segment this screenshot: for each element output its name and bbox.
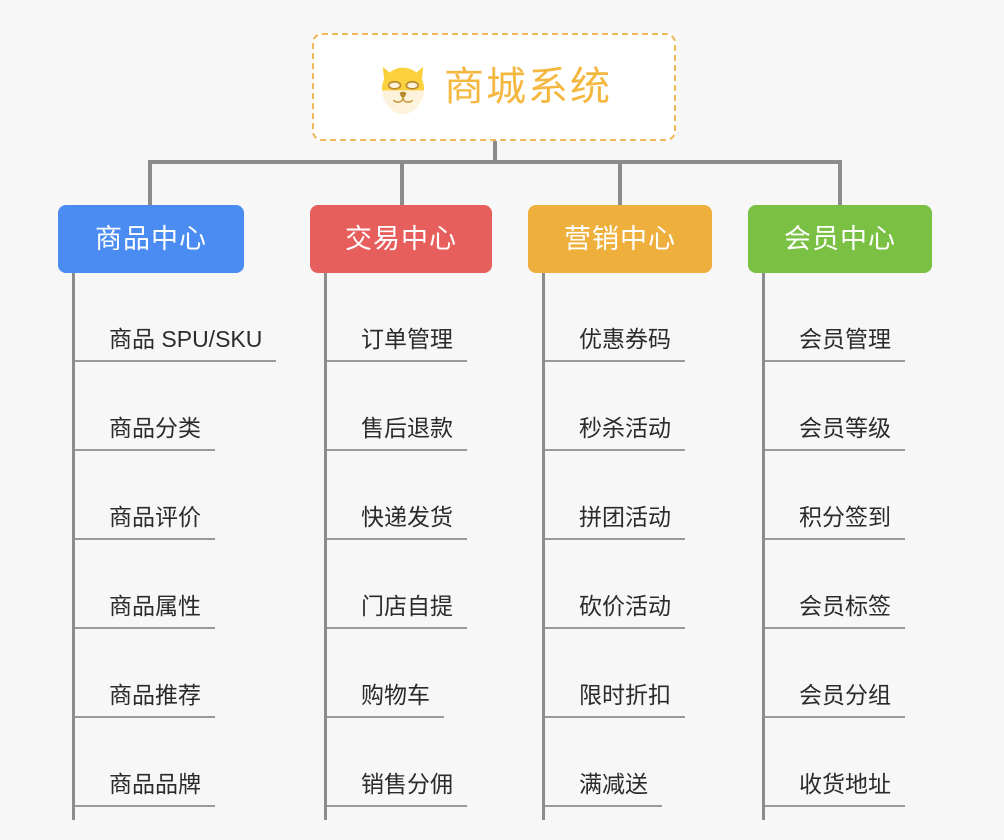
connector-bus [150,160,842,164]
leaf-label: 会员分组 [765,682,905,718]
root-node[interactable]: 商城系统 [312,33,676,141]
leaf-label: 商品评价 [75,504,215,540]
leaf-label: 商品品牌 [75,771,215,807]
leaf-label: 会员等级 [765,415,905,451]
leaf-item[interactable]: 销售分佣 [327,718,467,807]
leaf-label: 满减送 [545,771,662,807]
leaf-item[interactable]: 会员标签 [765,540,905,629]
leaf-item[interactable]: 快递发货 [327,451,467,540]
leaf-label: 商品 SPU/SKU [75,326,277,362]
category-box-4[interactable]: 会员中心 [748,205,932,273]
leaf-item[interactable]: 商品分类 [75,362,215,451]
leaf-label: 拼团活动 [545,504,685,540]
leaf-label: 商品属性 [75,593,215,629]
connector-root-stem [493,141,497,163]
category-box-1[interactable]: 商品中心 [58,205,244,273]
leaf-label: 积分签到 [765,504,905,540]
leaf-label: 会员管理 [765,326,905,362]
leaf-item[interactable]: 收货地址 [765,718,905,807]
leaf-label: 砍价活动 [545,593,685,629]
category-label-2: 交易中心 [345,223,457,254]
leaf-item[interactable]: 商品属性 [75,540,215,629]
leaf-item[interactable]: 满减送 [545,718,662,807]
leaf-label: 快递发货 [327,504,467,540]
column-spine-4 [762,273,765,820]
leaf-item[interactable]: 商品评价 [75,451,215,540]
leaf-item[interactable]: 积分签到 [765,451,905,540]
leaf-label: 收货地址 [765,771,905,807]
connector-drop-4 [838,160,842,206]
column-spine-3 [542,273,545,820]
leaf-item[interactable]: 秒杀活动 [545,362,685,451]
leaf-label: 售后退款 [327,415,467,451]
column-spine-1 [72,273,75,820]
leaf-item[interactable]: 购物车 [327,629,444,718]
leaf-label: 商品推荐 [75,682,215,718]
leaf-label: 购物车 [327,682,444,718]
leaf-label: 优惠券码 [545,326,685,362]
leaf-item[interactable]: 会员等级 [765,362,905,451]
leaf-item[interactable]: 商品品牌 [75,718,215,807]
category-label-1: 商品中心 [95,223,207,254]
leaf-item[interactable]: 会员分组 [765,629,905,718]
connector-drop-3 [618,160,622,206]
category-label-4: 会员中心 [784,223,896,254]
category-box-2[interactable]: 交易中心 [310,205,492,273]
leaf-item[interactable]: 砍价活动 [545,540,685,629]
shiba-dog-icon [381,66,425,114]
leaf-label: 销售分佣 [327,771,467,807]
leaf-item[interactable]: 会员管理 [765,273,905,362]
leaf-label: 门店自提 [327,593,467,629]
leaf-item[interactable]: 门店自提 [327,540,467,629]
leaf-label: 订单管理 [327,326,467,362]
connector-drop-1 [148,160,152,206]
leaf-label: 会员标签 [765,593,905,629]
leaf-item[interactable]: 售后退款 [327,362,467,451]
leaf-label: 限时折扣 [545,682,685,718]
leaf-label: 秒杀活动 [545,415,685,451]
leaf-item[interactable]: 限时折扣 [545,629,685,718]
leaf-item[interactable]: 拼团活动 [545,451,685,540]
leaf-item[interactable]: 优惠券码 [545,273,685,362]
root-title: 商城系统 [444,65,612,109]
leaf-item[interactable]: 商品推荐 [75,629,215,718]
category-box-3[interactable]: 营销中心 [528,205,712,273]
category-label-3: 营销中心 [564,223,676,254]
leaf-item[interactable]: 商品 SPU/SKU [75,273,277,362]
leaf-label: 商品分类 [75,415,215,451]
leaf-item[interactable]: 订单管理 [327,273,467,362]
connector-drop-2 [400,160,404,206]
column-spine-2 [324,273,327,820]
